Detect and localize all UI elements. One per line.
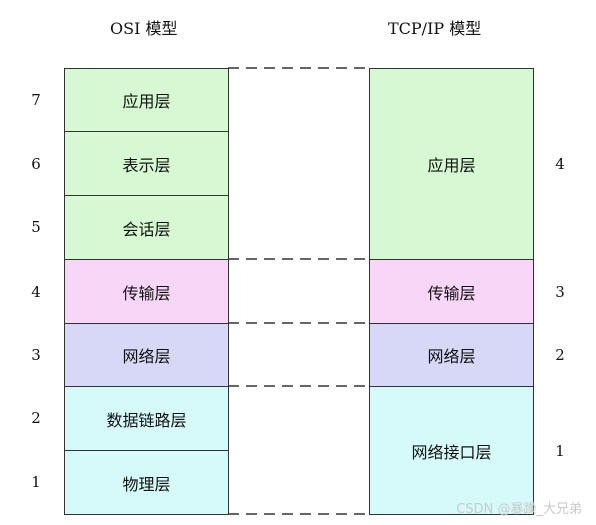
osi-layer-number-3: 3 xyxy=(31,346,41,364)
tcpip-layer-number-2: 2 xyxy=(555,346,565,364)
tcpip-model-title: TCP/IP 模型 xyxy=(388,19,482,38)
osi-layer-network-label: 网络层 xyxy=(122,347,171,366)
watermark-text: CSDN @暴躁_大兄弟 xyxy=(456,502,582,517)
osi-layer-number-7: 7 xyxy=(31,91,41,109)
tcpip-layer-transport: 传输层 xyxy=(369,259,534,324)
osi-layer-session: 会话层 xyxy=(64,195,229,260)
osi-model-title: OSI 模型 xyxy=(110,19,178,38)
tcpip-layer-application: 应用层 xyxy=(369,68,534,260)
osi-layer-application-label: 应用层 xyxy=(122,92,171,111)
tcpip-layer-network-interface-label: 网络接口层 xyxy=(411,442,492,462)
osi-layer-presentation-label: 表示层 xyxy=(122,155,171,175)
osi-layer-transport-label: 传输层 xyxy=(122,283,171,303)
osi-layer-number-5: 5 xyxy=(31,218,41,236)
tcpip-layer-network: 网络层 xyxy=(369,323,534,387)
tcpip-layer-network-interface: 网络接口层 xyxy=(369,386,534,515)
tcpip-layer-number-4: 4 xyxy=(555,155,565,173)
osi-layer-number-1: 1 xyxy=(31,473,41,491)
osi-layer-transport: 传输层 xyxy=(64,259,229,324)
osi-layer-network: 网络层 xyxy=(64,323,229,387)
osi-layer-presentation: 表示层 xyxy=(64,131,229,196)
osi-layer-session-label: 会话层 xyxy=(122,219,171,239)
osi-layer-data-link: 数据链路层 xyxy=(64,386,229,451)
osi-layer-number-6: 6 xyxy=(31,155,41,173)
tcpip-layer-application-label: 应用层 xyxy=(427,156,476,175)
tcpip-layer-number-3: 3 xyxy=(555,283,565,301)
tcpip-layer-network-label: 网络层 xyxy=(427,347,476,366)
osi-layer-number-2: 2 xyxy=(31,409,41,427)
osi-layer-physical: 物理层 xyxy=(64,450,229,515)
tcpip-layer-number-1: 1 xyxy=(555,442,565,460)
osi-layer-data-link-label: 数据链路层 xyxy=(106,410,187,430)
osi-layer-application: 应用层 xyxy=(64,68,229,132)
osi-layer-number-4: 4 xyxy=(31,283,41,301)
tcpip-layer-transport-label: 传输层 xyxy=(427,283,476,303)
osi-layer-physical-label: 物理层 xyxy=(122,474,171,494)
